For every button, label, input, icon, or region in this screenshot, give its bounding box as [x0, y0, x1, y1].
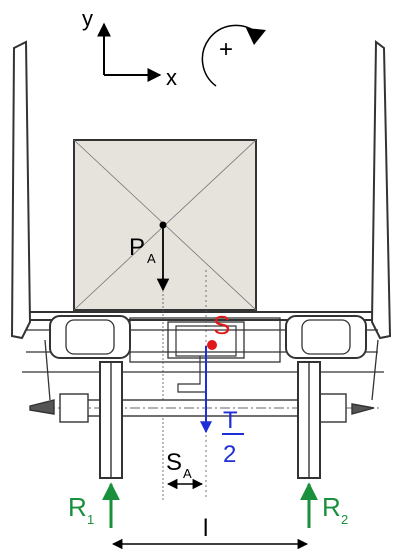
force-denominator: 2: [223, 441, 236, 468]
cg-point: [207, 340, 217, 350]
right-axle-box: [317, 393, 347, 423]
left-spring-inner: [65, 319, 115, 355]
load-label-subscript: A: [147, 251, 156, 266]
offset-label-subscript: A: [183, 466, 192, 481]
reaction-r1-label: R: [68, 492, 87, 522]
support-reactions: R 1 R 2: [68, 482, 348, 528]
left-axle-box: [59, 393, 89, 423]
left-brake-shoe: [29, 399, 55, 415]
offset-dimension: S A: [166, 449, 204, 490]
coupler-hook: [177, 356, 206, 393]
cg-label: S: [213, 310, 230, 340]
reaction-r1-subscript: 1: [87, 512, 94, 527]
y-axis-label: y: [82, 6, 93, 31]
span-label: l: [203, 515, 208, 542]
brake-rod-right: [371, 339, 379, 401]
offset-label: S: [166, 449, 182, 476]
left-side-wall: [10, 40, 32, 340]
right-spring-inner: [301, 319, 351, 355]
reaction-r2-subscript: 2: [341, 512, 348, 527]
wheelset: [29, 361, 380, 479]
right-spring-pack: [285, 315, 367, 359]
x-axis-label: x: [166, 65, 177, 90]
span-dimension: l: [111, 515, 309, 550]
coordinate-axes: y x: [82, 6, 177, 90]
centre-of-gravity: S T 2: [200, 310, 244, 468]
right-side-wall: [370, 40, 392, 340]
rotation-arc: [201, 24, 257, 87]
underframe: [22, 315, 384, 401]
reaction-r2-label: R: [322, 492, 341, 522]
rotation-convention: +: [201, 24, 266, 87]
rotation-arrowhead: [246, 28, 266, 45]
rotation-sign: +: [219, 36, 233, 63]
left-spring-pack: [49, 315, 131, 359]
load-label: P: [129, 234, 145, 261]
force-numerator: T: [223, 407, 238, 434]
cargo-load: P A: [73, 139, 257, 311]
brake-rod-left: [44, 339, 51, 401]
right-brake-shoe: [351, 403, 375, 415]
